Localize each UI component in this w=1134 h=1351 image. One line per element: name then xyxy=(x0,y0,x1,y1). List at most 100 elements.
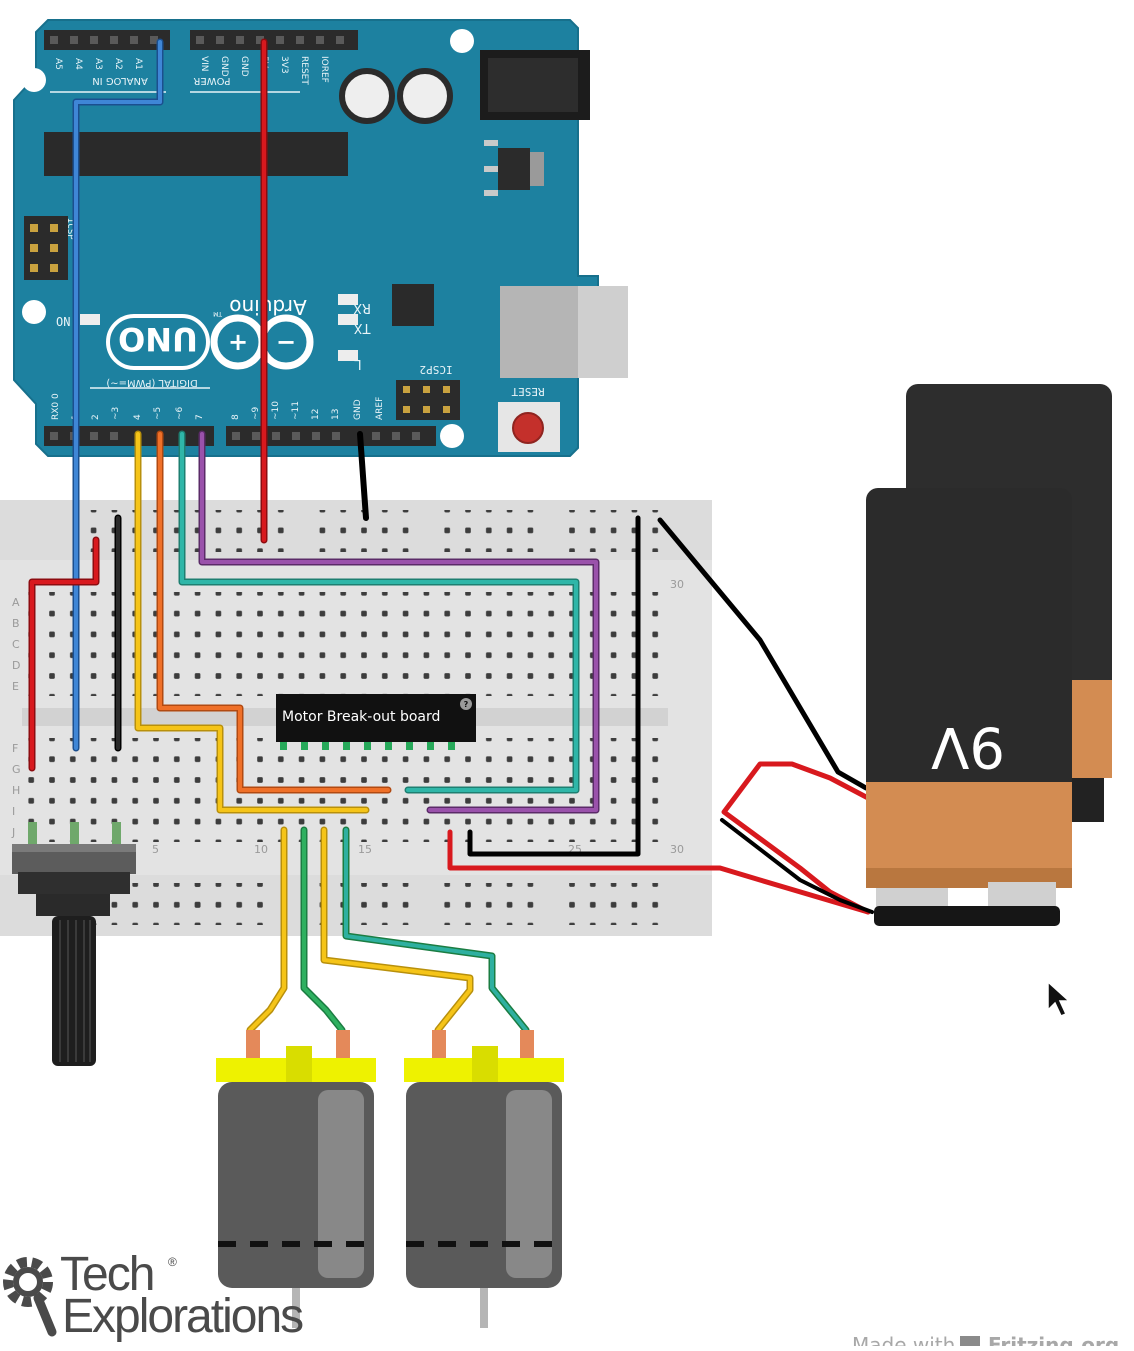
header-pin xyxy=(50,36,58,44)
digital-pin-label: ~10 xyxy=(271,401,281,420)
row-label-j: J xyxy=(11,826,15,839)
row-label-a: A xyxy=(12,596,20,609)
potentiometer-nut xyxy=(36,894,110,916)
breakout-pin xyxy=(364,742,371,750)
header-pin xyxy=(50,432,58,440)
minus-icon: − xyxy=(276,328,296,356)
motor-terminal xyxy=(520,1030,534,1060)
breakout-chip-body xyxy=(276,694,476,742)
regulator-pin xyxy=(484,140,498,146)
battery-back-terminal xyxy=(1070,778,1104,822)
tech-explorations-logo: Tech ® Explorations xyxy=(3,1248,305,1343)
breakout-pin xyxy=(280,742,287,750)
potentiometer-leg xyxy=(112,822,121,844)
battery-9v: 9V xyxy=(866,488,1072,926)
mounting-hole xyxy=(450,29,474,53)
header-pin xyxy=(70,36,78,44)
help-icon[interactable] xyxy=(460,698,472,710)
rx-led xyxy=(338,294,358,305)
battery-band xyxy=(866,782,1072,882)
icsp-pin xyxy=(50,264,58,272)
digital-pin-label: 13 xyxy=(331,409,341,420)
motor-shaft xyxy=(292,1288,300,1328)
battery-terminal xyxy=(876,888,948,910)
digital-pin-label: ~9 xyxy=(251,406,261,420)
header-pin xyxy=(276,36,284,44)
row-label-g: G xyxy=(12,763,21,776)
power-label: POWER xyxy=(193,75,230,86)
motor-cap-tab xyxy=(286,1046,312,1086)
motor-terminal xyxy=(432,1030,446,1060)
power-header xyxy=(190,30,358,50)
digital-header-low xyxy=(44,426,214,446)
analog-pin-label: A3 xyxy=(93,58,103,70)
tx-label: TX xyxy=(353,320,371,335)
mounting-hole xyxy=(440,424,464,448)
potentiometer[interactable] xyxy=(12,822,136,1066)
uno-logo-frame xyxy=(106,314,210,370)
analog-in-label: ANALOG IN xyxy=(92,75,148,86)
power-pin-label: GND xyxy=(219,56,229,77)
usb-port-body xyxy=(500,286,578,378)
battery-back-band xyxy=(1070,680,1112,778)
header-pin xyxy=(236,36,244,44)
row-label-b: B xyxy=(12,617,20,630)
gear-icon xyxy=(3,1257,57,1337)
breakout-pin xyxy=(427,742,434,750)
wire-teal-d6 xyxy=(180,432,578,792)
icsp-side-label: ICSP xyxy=(65,218,75,240)
icsp-pin xyxy=(30,264,38,272)
header-pin xyxy=(150,36,158,44)
digital-pin-label: ~6 xyxy=(175,406,185,420)
row-label-h: H xyxy=(12,784,20,797)
header-pin xyxy=(196,36,204,44)
voltage-regulator xyxy=(498,148,530,190)
header-pin xyxy=(336,36,344,44)
wire-purple-d7 xyxy=(200,432,598,812)
digital-pin-label: 4 xyxy=(133,414,143,420)
digital-pin-label: 2 xyxy=(91,414,101,420)
header-pin xyxy=(332,432,340,440)
rail-holes xyxy=(566,510,670,552)
capacitor xyxy=(397,68,453,124)
potentiometer-leg xyxy=(70,822,79,844)
battery-label: 9V xyxy=(931,714,1005,779)
logo-registered: ® xyxy=(168,1255,177,1269)
digital-pin-label: AREF xyxy=(375,397,385,420)
reset-button[interactable] xyxy=(512,412,544,444)
header-pin xyxy=(296,36,304,44)
column-label-15: 15 xyxy=(358,843,372,856)
tx-led xyxy=(338,314,358,325)
regulator-pin xyxy=(484,166,498,172)
wire-black-gnd xyxy=(357,431,369,521)
mouse-cursor-icon xyxy=(1047,980,1071,1017)
rail-holes xyxy=(190,883,274,925)
power-pin-label: 3V3 xyxy=(279,56,289,74)
digital-pin-label: ~5 xyxy=(153,407,163,420)
power-pin-label: GND xyxy=(239,56,249,77)
dc-motor-2 xyxy=(404,1030,564,1328)
wires xyxy=(28,38,874,1044)
rail-holes xyxy=(566,883,670,925)
battery-clip xyxy=(874,906,1060,926)
wire-black-battery xyxy=(657,517,869,791)
wire-red-pot xyxy=(30,538,98,770)
footer-app-name: Fritzing.org xyxy=(988,1333,1119,1346)
wire-black-chip-gnd xyxy=(467,515,641,857)
wire-blue-a1 xyxy=(74,40,162,750)
row-label-c: C xyxy=(12,638,20,651)
power-jack-inner xyxy=(488,58,578,112)
arduino-brand-text: Arduino xyxy=(229,295,306,319)
regulator-pin xyxy=(484,190,498,196)
rx-label: RX xyxy=(353,300,371,315)
digital-pin-label: ~11 xyxy=(291,401,301,420)
reset-label: RESET xyxy=(511,385,544,398)
row-label-d: D xyxy=(12,659,20,672)
trademark-label: TM xyxy=(213,310,223,317)
motor-cap-tab xyxy=(472,1046,498,1086)
footer-made-with: Made with xyxy=(852,1333,955,1346)
mounting-hole xyxy=(22,68,46,92)
wire-black-battery-clip xyxy=(720,818,874,914)
logo-line-explorations: Explorations xyxy=(62,1290,303,1343)
header-pin xyxy=(232,432,240,440)
